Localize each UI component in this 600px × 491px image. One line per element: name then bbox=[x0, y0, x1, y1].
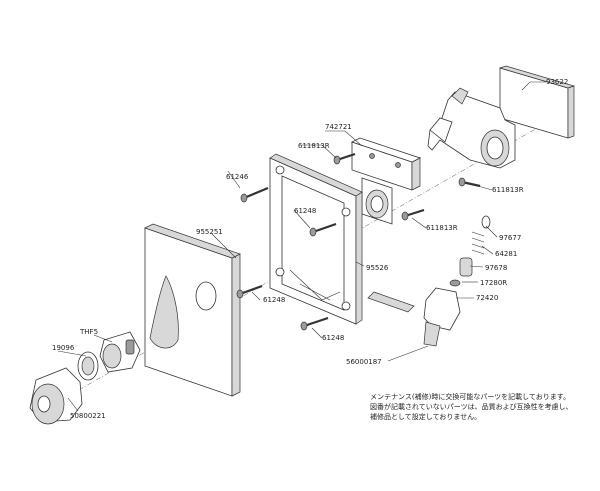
part-label: 97677 bbox=[499, 234, 521, 242]
part-64281-spring bbox=[471, 231, 485, 255]
part-elbow-fitting bbox=[427, 87, 516, 169]
part-label: 72420 bbox=[476, 294, 498, 302]
part-label: 742721 bbox=[325, 123, 352, 131]
part-50800221-handle bbox=[29, 367, 83, 425]
part-61246-screw-a bbox=[240, 186, 269, 203]
leader-lines bbox=[57, 81, 546, 412]
part-742721-bracket bbox=[350, 137, 422, 191]
part-56000187-gasket bbox=[367, 291, 415, 313]
part-label: 611813R bbox=[492, 186, 524, 194]
maintenance-note-line-1: メンテナンス(補修)時に交換可能なパーツを記載しております。 bbox=[370, 392, 570, 401]
part-label: 95526 bbox=[366, 264, 389, 272]
part-thf5-insert bbox=[99, 331, 141, 373]
part-955251-cover-plate bbox=[144, 223, 241, 397]
part-label: 61248 bbox=[322, 334, 344, 342]
part-label: 61246 bbox=[226, 173, 249, 181]
part-label: THF5 bbox=[79, 328, 98, 336]
part-label: 64281 bbox=[495, 250, 517, 258]
part-61248-screw-a bbox=[309, 222, 337, 237]
maintenance-note-line-3: 補修品として設定しておりません。 bbox=[370, 412, 481, 421]
part-label: 56000187 bbox=[346, 358, 382, 366]
part-72420-cartridge bbox=[423, 287, 461, 347]
part-label: 19096 bbox=[52, 344, 75, 352]
part-label: 61248 bbox=[294, 207, 316, 215]
part-19096-ring bbox=[77, 351, 99, 381]
part-61248-screw-c bbox=[300, 316, 329, 331]
part-61248-screw-b bbox=[236, 284, 263, 299]
maintenance-note-line-2: 図番が記載されていないパーツは、品質および互換性を考慮し、 bbox=[370, 402, 573, 411]
part-97677-washer bbox=[481, 215, 491, 229]
part-17280r-oring bbox=[449, 279, 461, 287]
part-label: 955251 bbox=[196, 228, 223, 236]
part-pipe-sleeve bbox=[361, 177, 393, 225]
part-label: 611813R bbox=[298, 142, 330, 150]
part-label: 61248 bbox=[263, 296, 285, 304]
part-label: 611813R bbox=[426, 224, 458, 232]
part-611813r-screw-b bbox=[458, 177, 481, 188]
part-611813r-screw-c bbox=[401, 208, 425, 221]
part-95526-mounting-frame bbox=[269, 153, 363, 325]
part-97678-valve bbox=[459, 257, 473, 277]
part-label: 93622 bbox=[546, 78, 568, 86]
part-611813r-screw-a bbox=[333, 152, 356, 165]
part-label: 97678 bbox=[485, 264, 507, 272]
part-label: 50800221 bbox=[70, 412, 106, 420]
part-label: 17280R bbox=[480, 279, 507, 287]
part-93622-gasket bbox=[498, 65, 576, 139]
